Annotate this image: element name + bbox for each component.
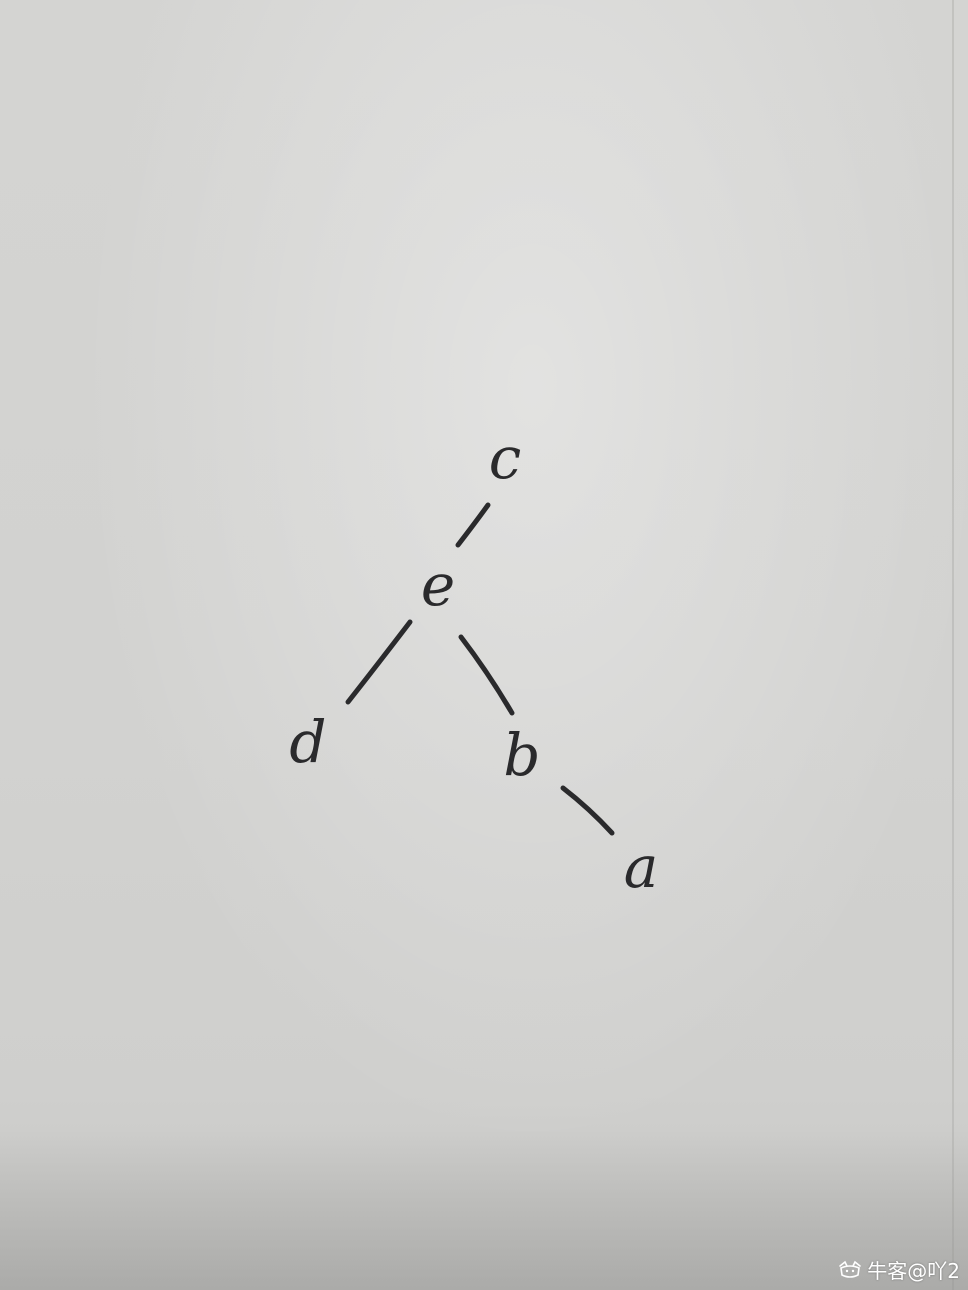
bottom-shadow [0,1130,968,1290]
node-e: e [421,551,455,619]
edge-c-e [455,502,491,548]
watermark-text: 牛客@吖2 [867,1259,960,1283]
node-b: b [503,721,540,789]
tree-nodes: ce d b a [289,424,658,901]
node-d: d [289,708,326,776]
nowcoder-logo-icon [839,1260,862,1278]
edge-e-b [458,634,515,716]
edge-e-d [345,619,413,705]
edge-b-a [560,785,615,836]
watermark: 牛客@吖2 [837,1255,960,1284]
tree-edges [345,502,615,836]
node-c: c [489,424,521,492]
paper-edge [952,0,954,1290]
node-a: a [624,833,659,901]
